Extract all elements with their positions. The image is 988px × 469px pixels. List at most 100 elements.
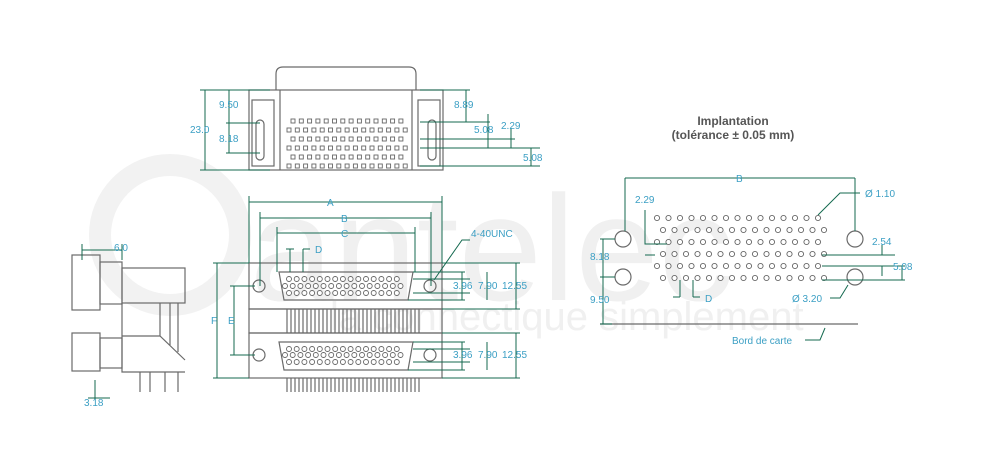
pin [301,346,308,352]
pin-hole [694,250,701,258]
pin-hole [728,226,736,234]
pin [332,118,337,124]
pin [332,359,339,365]
pin [381,136,387,142]
pin [336,145,342,151]
pin-hole [705,250,713,258]
pin [378,290,385,296]
pin [324,359,331,365]
pin-hole [699,238,707,246]
pin [323,118,329,124]
dim-3-96-top: 3.96 [453,281,473,292]
dim-9-50: 9.50 [219,100,239,111]
pin [374,283,381,289]
pin-hole [717,226,724,234]
pin [352,163,358,169]
pin [298,136,304,142]
pin [389,283,396,289]
pin-hole [780,214,787,222]
pin [365,118,371,124]
pin [352,145,358,151]
pin [363,290,369,296]
pin [290,136,296,142]
pin-hole [757,214,764,222]
pin-hole [745,262,753,270]
dim-8-89: 8.89 [454,100,474,111]
pin [297,352,304,358]
pin [402,127,408,133]
pin [344,163,350,169]
pin-hole [734,238,741,246]
dim-3-18: 3.18 [84,398,104,409]
pin [359,352,365,358]
pin [370,290,377,296]
pin [298,118,304,124]
pin [340,118,346,124]
pin-hole [803,214,810,222]
pin [294,127,300,133]
pin-hole [682,226,690,234]
watermark: antelec la connectique simplement [89,154,804,339]
dim-7-90-bottom: 7.90 [478,350,498,361]
dim-2-29: 2.29 [501,121,521,132]
layout-dim-B: B [736,174,743,185]
pin [369,127,375,133]
pin [377,163,383,169]
pin-hole [786,250,793,258]
side-view: 6.0 3.18 [71,243,186,409]
pin [355,346,362,352]
pin [286,276,292,282]
pin-hole [774,250,782,258]
pin [402,163,408,169]
pin [316,276,323,282]
pin [366,283,373,289]
pin-hole [803,238,810,246]
pin [393,359,400,365]
layout-hole-large: Ø 3.20 [792,294,822,305]
pin [352,127,358,133]
pin [336,163,342,169]
pin-hole [722,262,730,270]
pin [311,145,317,151]
pin-hole [728,274,736,282]
pin [286,346,292,352]
pin [286,127,292,133]
pin [332,346,339,352]
pin [293,359,300,365]
pin [402,145,408,151]
dim-7-90-top: 7.90 [478,281,498,292]
pin [340,154,346,160]
pin-hole [740,274,747,282]
pin-hole [671,250,678,258]
pin [315,136,321,142]
pin [348,136,354,142]
pin-hole [694,274,701,282]
pin-hole [671,274,678,282]
pin-hole [734,262,741,270]
pin [303,127,309,133]
pin [319,145,325,151]
pin [294,163,300,169]
dim-5-08-b: 5.08 [523,153,543,164]
pin-hole [809,274,816,282]
layout-hole-small: Ø 1.10 [865,189,895,200]
layout-subtitle: (tolérance ± 0.05 mm) [672,128,795,142]
pin [297,283,304,289]
pin-hole [665,214,672,222]
pin-hole [717,250,724,258]
pin [339,346,346,352]
pin-hole [694,226,701,234]
pin [319,163,325,169]
pin [282,283,288,289]
dim-E: E [228,316,235,327]
pin [378,359,385,365]
pin [343,283,350,289]
pin-hole [711,238,718,246]
pin [305,352,312,358]
pin-hole [768,238,776,246]
front-view: A B C D F E 4-40UNC 3.96 7.90 12.55 3.96… [211,196,527,392]
pin-hole [791,214,799,222]
pin-hole [717,274,724,282]
pin [311,127,317,133]
